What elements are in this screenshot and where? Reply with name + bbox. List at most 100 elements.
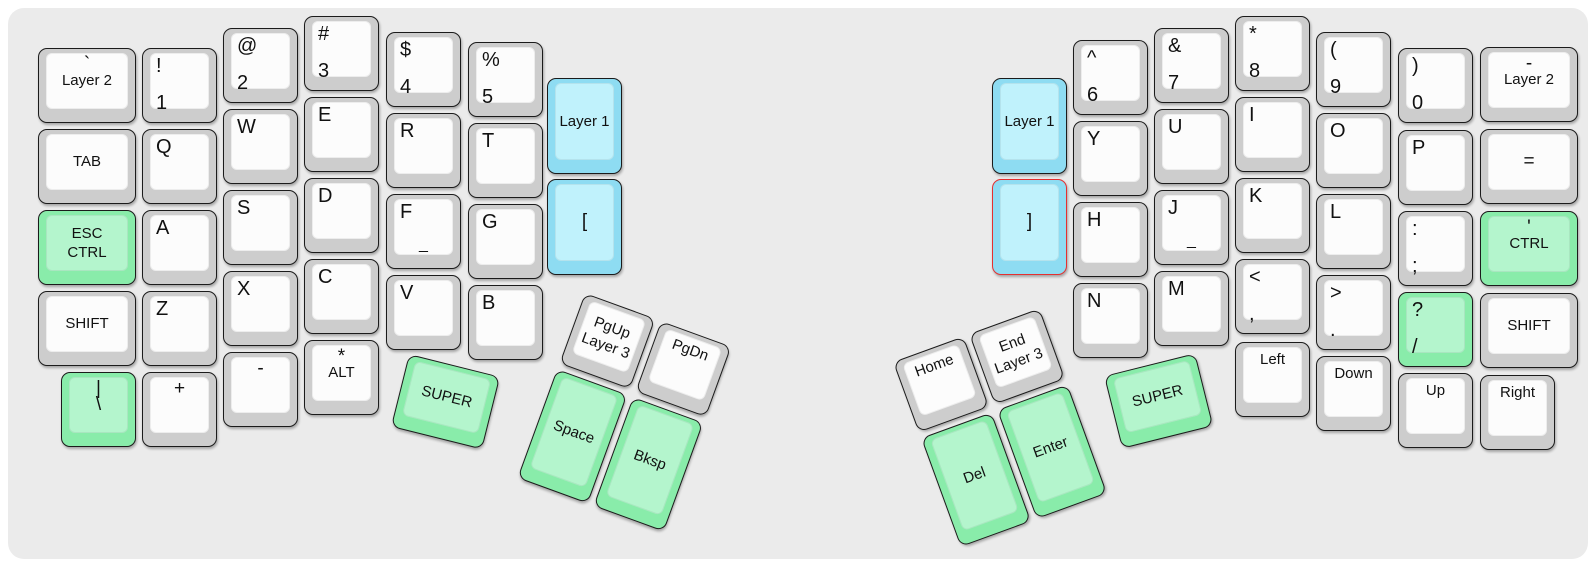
key-5-percent[interactable]: %5 [468,42,543,117]
key-slash[interactable]: ?/ [1398,292,1473,367]
key-label-ctr: Layer 2 [61,72,113,90]
key-0-paren[interactable]: )0 [1398,48,1473,123]
key-label-tl: * [1249,23,1257,45]
key-u[interactable]: U [1154,109,1229,184]
key-label-tl: $ [400,39,412,61]
key-label-bc: _ [419,236,428,253]
key-asterisk-alt[interactable]: *ALT [304,340,379,415]
key-3-hash[interactable]: #3 [304,16,379,91]
keycap-surface [1000,184,1059,261]
key-d[interactable]: D [304,178,379,253]
key-label-ml: / [1412,336,1418,358]
keycap-surface [1243,347,1302,403]
key-label-ctr: = [1523,150,1535,172]
key-label-tl: R [400,120,415,142]
key-label-ctr: \ [95,393,102,415]
key-b[interactable]: B [468,285,543,360]
key-minus-layer2[interactable]: -Layer 2 [1480,47,1578,122]
key-plus[interactable]: + [142,372,217,447]
key-label-tc: + [173,378,186,399]
key-m[interactable]: M [1154,271,1229,346]
key-a[interactable]: A [142,210,217,285]
key-h[interactable]: H [1073,202,1148,277]
keycap-surface [1162,33,1221,89]
key-k[interactable]: K [1235,178,1310,253]
key-r[interactable]: R [386,113,461,188]
key-n[interactable]: N [1073,283,1148,358]
key-f[interactable]: F_ [386,194,461,269]
key-minus[interactable]: - [223,352,298,427]
key-layer1-left[interactable]: Layer 1 [547,78,622,174]
key-layer1-right[interactable]: Layer 1 [992,78,1067,174]
keycap-surface [1000,83,1059,160]
key-4-dollar[interactable]: $4 [386,32,461,107]
key-arrow-right[interactable]: Right [1480,375,1555,450]
key-p[interactable]: P [1398,130,1473,205]
key-x[interactable]: X [223,271,298,346]
key-semicolon[interactable]: :; [1398,211,1473,286]
key-label-tl: B [482,292,496,314]
key-tab[interactable]: TAB [38,129,136,204]
key-6-caret[interactable]: ^6 [1073,40,1148,115]
key-shift-left[interactable]: SHIFT [38,291,136,366]
key-comma[interactable]: <, [1235,259,1310,334]
key-label-ctr: TAB [72,153,102,171]
key-label-tl: X [237,278,251,300]
key-l[interactable]: L [1316,194,1391,269]
key-e[interactable]: E [304,97,379,172]
key-y[interactable]: Y [1073,121,1148,196]
key-esc-ctrl[interactable]: ESC CTRL [38,210,136,285]
keycap-surface [150,377,209,433]
keycap-surface [46,134,128,190]
key-arrow-left[interactable]: Left [1235,342,1310,417]
key-2-at[interactable]: @2 [223,28,298,103]
key-equals[interactable]: = [1480,129,1578,204]
key-label-ctr: ] [1026,211,1033,233]
key-q[interactable]: Q [142,129,217,204]
key-7-amp[interactable]: &7 [1154,28,1229,103]
key-t[interactable]: T [468,123,543,198]
key-label-ctr: Layer 1 [559,112,610,130]
key-s[interactable]: S [223,190,298,265]
key-label-ml: 6 [1087,84,1099,106]
key-left-bracket[interactable]: [ [547,179,622,275]
key-j[interactable]: J_ [1154,190,1229,265]
key-c[interactable]: C [304,259,379,334]
key-arrow-down[interactable]: Down [1316,356,1391,431]
key-label-tl: ! [156,55,162,77]
keycap-surface [1162,276,1221,332]
key-arrow-up[interactable]: Up [1398,373,1473,448]
key-i[interactable]: I [1235,97,1310,172]
keycap-surface [1324,37,1383,93]
key-z[interactable]: Z [142,291,217,366]
key-label-ml: 8 [1249,60,1261,82]
key-grave-layer2[interactable]: `Layer 2 [38,48,136,123]
key-1-exclam[interactable]: !1 [142,48,217,123]
key-shift-right[interactable]: SHIFT [1480,293,1578,368]
key-period[interactable]: >. [1316,275,1391,350]
key-quote-ctrl[interactable]: 'CTRL [1480,211,1578,286]
key-label-tc: ' [1527,217,1531,238]
key-g[interactable]: G [468,204,543,279]
key-pipe-backslash[interactable]: |\ [61,372,136,447]
keycap-surface [1243,21,1302,77]
key-label-ctr: CTRL [1509,235,1549,253]
key-label-tl: Q [156,136,172,158]
keycap-surface [150,296,209,352]
keycap-surface [1488,134,1570,190]
keycap-surface [312,102,371,158]
key-w[interactable]: W [223,109,298,184]
key-label-tl: C [318,266,333,288]
key-8-asterisk[interactable]: *8 [1235,16,1310,91]
key-label-bc: _ [1187,232,1196,249]
key-label-tl: W [237,116,256,138]
key-9-paren[interactable]: (9 [1316,32,1391,107]
keycap-surface [1406,297,1465,353]
key-label-tl: @ [237,35,258,57]
key-right-bracket[interactable]: ] [992,179,1067,275]
key-label-tl: M [1168,278,1185,300]
key-o[interactable]: O [1316,113,1391,188]
key-label-tl: I [1249,104,1255,126]
key-v[interactable]: V [386,275,461,350]
